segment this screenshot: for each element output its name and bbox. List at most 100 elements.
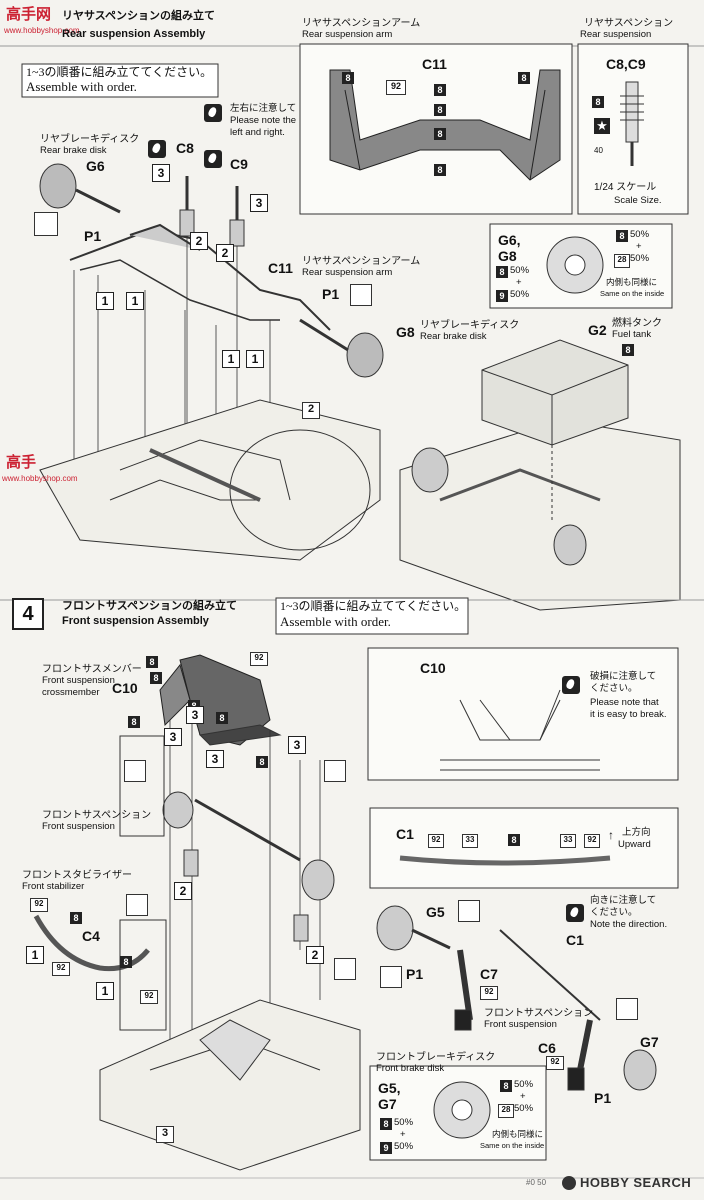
c1-tag-2: 8 (508, 834, 520, 846)
fr-num-3c: 3 (206, 750, 224, 768)
break-en1: Please note that (590, 697, 659, 708)
watermark-top-sub: www.hobbyshop.com (4, 26, 80, 35)
step-num-1a: 1 (96, 292, 114, 310)
direction-note-icon (566, 904, 584, 922)
fr-tag-8c: 8 (128, 716, 140, 728)
scale-jp: 1/24 スケール (594, 182, 657, 193)
front-susp-jp: フロントサスペンション (42, 810, 152, 821)
susp-tag-40: 40 (594, 146, 603, 155)
stab-tag-92c: 92 (140, 990, 158, 1004)
c11-part: C11 (268, 260, 293, 276)
step-num-2b: 2 (216, 244, 234, 262)
step-num-1b: 1 (126, 292, 144, 310)
arm-tag-92: 92 (386, 80, 406, 95)
tank-jp: 燃料タンク (612, 318, 662, 329)
direction-jp2: ください。 (590, 907, 638, 918)
mix-3: 50% (510, 265, 530, 276)
mix-parts-1: G6, (498, 232, 521, 248)
susp-panel-jp: リヤサスペンション (584, 18, 674, 29)
crossmember-en1: Front suspension (42, 675, 115, 686)
c1-tag-3: 33 (560, 834, 576, 848)
mix-plus-2: + (516, 277, 522, 288)
fmix-parts-2: G7 (378, 1096, 397, 1112)
front-title-jp: フロントサスペンションの組み立て (62, 600, 238, 612)
no-glue-icon (34, 212, 58, 236)
crossmember-en2: crossmember (42, 687, 100, 698)
mix-tag-9: 9 (496, 290, 508, 302)
front-title-en: Front suspension Assembly (62, 615, 209, 627)
stab-tag-8b: 8 (120, 956, 132, 968)
fr-tag-8d: 8 (216, 712, 228, 724)
c8-part: C8 (176, 140, 194, 156)
g7-part: G7 (640, 1034, 659, 1050)
c6-tag: 92 (546, 1056, 564, 1070)
arm-part: C11 (422, 56, 447, 72)
tank-part: G2 (588, 322, 607, 338)
arm-tag-8b: 8 (434, 84, 446, 96)
p1-front: P1 (406, 966, 424, 982)
fmix-tag-9: 9 (380, 1142, 392, 1154)
c11-jp: リヤサスペンションアーム (302, 256, 421, 267)
arm-tag-8d: 8 (434, 128, 446, 140)
break-note-icon (562, 676, 580, 694)
fr-num-3a: 3 (164, 728, 182, 746)
direction-jp1: 向きに注意して (590, 895, 657, 906)
stab-en: Front stabilizer (22, 881, 85, 892)
g8-en: Rear brake disk (420, 331, 487, 342)
break-jp2: ください。 (590, 683, 638, 694)
c1b-part: C1 (566, 932, 584, 948)
susp-star-badge: ★ (594, 118, 610, 134)
stab-tag-92b: 92 (52, 962, 70, 976)
c1-part: C1 (396, 826, 414, 842)
c10-part: C10 (112, 680, 138, 696)
arm-panel-jp: リヤサスペンションアーム (302, 18, 421, 29)
lr-note-en2: left and right. (230, 127, 285, 138)
c1-tag-1: 33 (462, 834, 478, 848)
scale-en: Scale Size. (614, 195, 662, 206)
finside-jp: 内側も同様に (492, 1129, 544, 1139)
paint-note-icon (148, 140, 166, 158)
rear-order-jp: 1~3の順番に組み立ててください。 (26, 65, 213, 79)
watermark-left-sub: www.hobbyshop.com (2, 474, 78, 483)
fr-tag-8f: 8 (256, 756, 268, 768)
no-glue-icon-9 (616, 998, 638, 1020)
fr-tag-92: 92 (250, 652, 268, 666)
lr-note-icon (204, 104, 222, 122)
arm-tag-8c: 8 (434, 104, 446, 116)
mix-parts-2: G8 (498, 248, 517, 264)
arm-tag-8a: 8 (342, 72, 354, 84)
susp-tag-8: 8 (592, 96, 604, 108)
c1-tag-4: 92 (584, 834, 600, 848)
mix-tag-8a: 8 (616, 230, 628, 242)
fr-num-3b: 3 (186, 706, 204, 724)
c7-part: C7 (480, 966, 498, 982)
ref-step-2: 2 (302, 402, 320, 419)
arm-panel-en: Rear suspension arm (302, 29, 393, 40)
no-glue-icon-8 (380, 966, 402, 988)
front-step-number: 4 (12, 598, 44, 630)
fmix-3: 50% (394, 1117, 414, 1128)
c11-en: Rear suspension arm (302, 267, 393, 278)
no-glue-icon-2 (350, 284, 372, 306)
fmix-tag-8b: 8 (380, 1118, 392, 1130)
mix-plus-1: + (636, 241, 642, 252)
no-glue-icon-5 (126, 894, 148, 916)
front-susp-en: Front suspension (42, 821, 115, 832)
c10-panel: C10 (420, 660, 446, 676)
finside-en: Same on the inside (480, 1141, 545, 1150)
upward-jp: 上方向 (622, 827, 651, 838)
mix-tag-28: 28 (614, 254, 630, 268)
fr-num-2b: 2 (306, 946, 324, 964)
fmix-tag-8a: 8 (500, 1080, 512, 1092)
tank-en: Fuel tank (612, 329, 652, 340)
mix-4: 50% (510, 289, 530, 300)
step-num-3b: 3 (250, 194, 268, 212)
no-glue-icon-6 (334, 958, 356, 980)
g8-jp: リヤブレーキディスク (420, 320, 520, 331)
tank-tag: 8 (622, 344, 634, 356)
g8-part: G8 (396, 324, 415, 340)
mix-1: 50% (630, 229, 650, 240)
upward-en: Upward (618, 839, 651, 850)
front-order-jp: 1~3の順番に組み立ててください。 (280, 599, 467, 613)
no-glue-icon-7 (458, 900, 480, 922)
